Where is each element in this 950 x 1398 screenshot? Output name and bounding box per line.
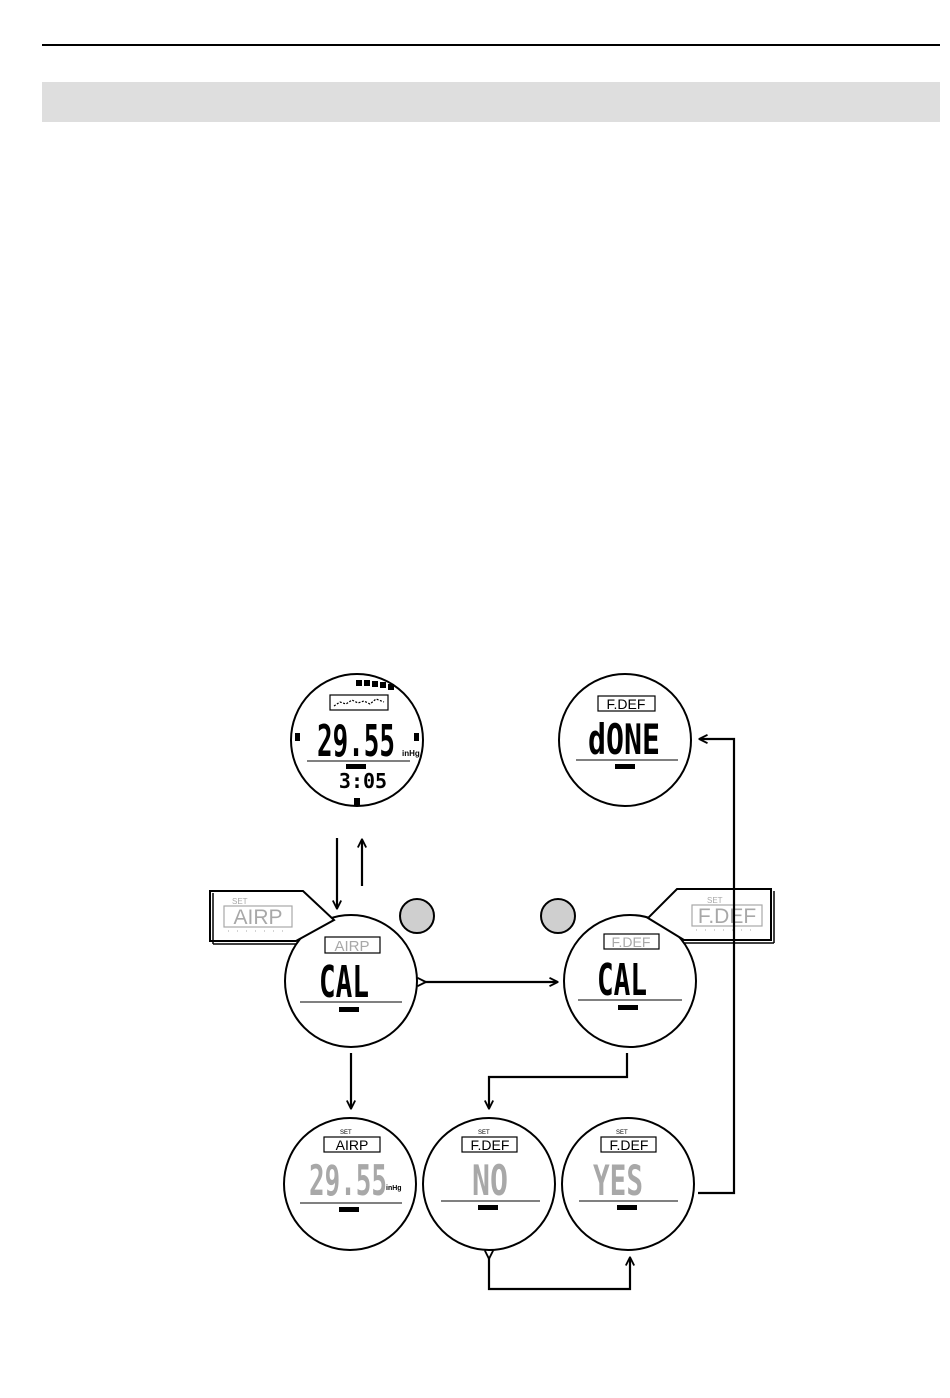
done-screen-label: F.DEF xyxy=(607,696,646,712)
fdef-no-value: NO xyxy=(472,1156,508,1205)
fdef-cal-value: CAL xyxy=(597,955,647,1006)
screen-fdef-no: SET F.DEF NO xyxy=(423,1118,555,1250)
screen-home: 29.55 inHg 3:05 xyxy=(291,674,423,806)
home-pressure-value: 29.55 xyxy=(317,716,395,767)
screen-airp-set: SET AIRP 29.55 inHg xyxy=(284,1118,416,1250)
airp-cal-value: CAL xyxy=(319,957,369,1008)
home-pressure-unit: inHg xyxy=(402,749,420,758)
home-time-value: 3:05 xyxy=(339,769,387,793)
callout-airp-label: AIRP xyxy=(233,906,282,929)
fdef-yes-value: YES xyxy=(593,1156,643,1205)
button-indicator-right xyxy=(541,899,575,933)
airp-set-unit: inHg xyxy=(386,1185,402,1192)
callout-fdef-set: SET xyxy=(707,896,723,905)
button-indicator-left xyxy=(400,899,434,933)
fdef-no-set-indicator: SET xyxy=(478,1130,490,1136)
callout-fdef-label: F.DEF xyxy=(698,905,756,928)
arrow-yes-to-done xyxy=(698,739,734,1193)
fdef-yes-label: F.DEF xyxy=(610,1137,649,1153)
screen-fdef-yes: SET F.DEF YES xyxy=(562,1118,694,1250)
arrow-fdef-to-no xyxy=(489,1053,627,1108)
fdef-no-label: F.DEF xyxy=(471,1137,510,1153)
airp-set-indicator: SET xyxy=(340,1130,352,1136)
screen-fdef-done: F.DEF dONE xyxy=(559,674,691,806)
airp-set-value: 29.55 xyxy=(309,1156,387,1205)
fdef-cal-label: F.DEF xyxy=(612,934,651,950)
callout-airp-set: SET xyxy=(232,897,248,906)
airp-cal-label: AIRP xyxy=(334,938,369,955)
done-screen-value: dONE xyxy=(588,715,660,764)
airp-set-label: AIRP xyxy=(336,1137,369,1153)
arrow-no-yes-double xyxy=(489,1258,630,1289)
fdef-yes-set-indicator: SET xyxy=(616,1130,628,1136)
